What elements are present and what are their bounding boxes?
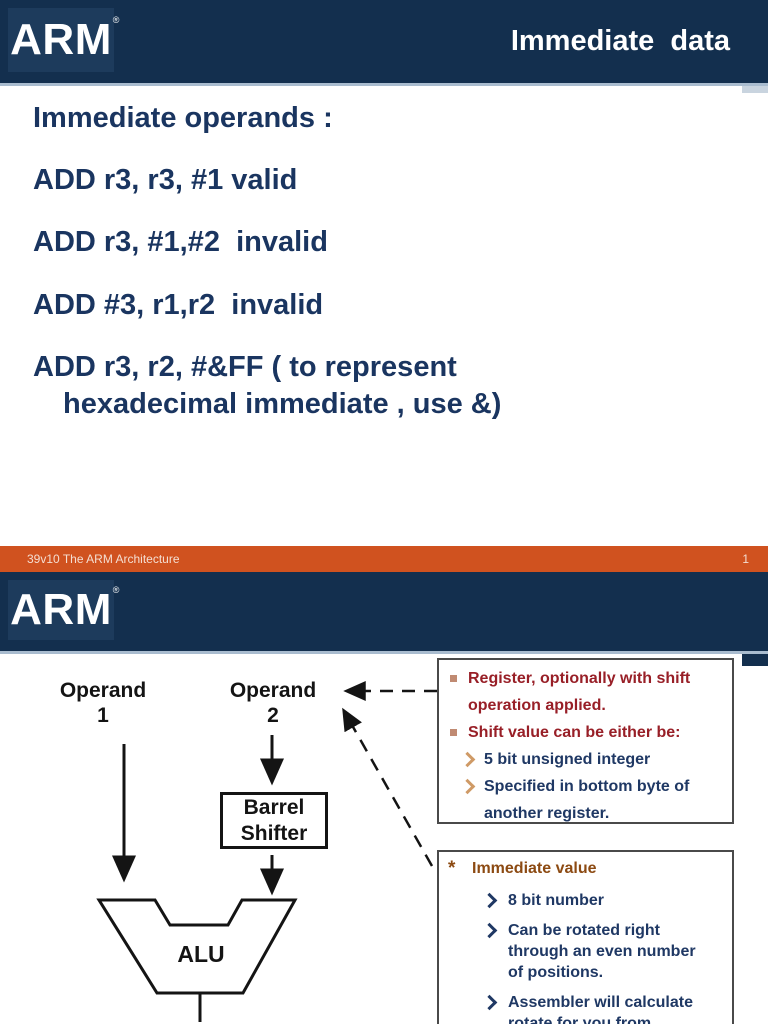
- register-shift-callout-box: Register, optionally with shift operatio…: [437, 658, 734, 824]
- slide1-line: hexadecimal immediate , use &): [63, 388, 502, 420]
- slide2-header: ARM®: [0, 572, 768, 654]
- slide1-footer-bar: 39v10 The ARM Architecture 1: [0, 546, 768, 572]
- barrel-shifter-box: Barrel Shifter: [220, 792, 328, 849]
- chevron-bullet-icon: [459, 778, 476, 795]
- square-bullet-icon: [450, 729, 457, 736]
- square-bullet-icon: [450, 675, 457, 682]
- chevron-bullet-icon: [481, 994, 498, 1011]
- arm-logo-patch: ARM®: [8, 8, 120, 72]
- slide-operand-diagram: ARM® Operand 1 Operand 2 Barrel Shifter …: [0, 572, 768, 1024]
- registered-mark: ®: [112, 15, 120, 25]
- slide1-title: Immediate data: [510, 25, 730, 57]
- arm-logo: ARM®: [10, 15, 120, 64]
- callout-subitem: Can be rotated right through an even num…: [448, 920, 724, 983]
- slide1-line: ADD #3, r1,r2 invalid: [33, 289, 324, 321]
- registered-mark: ®: [112, 585, 120, 595]
- chevron-bullet-icon: [459, 751, 476, 768]
- slide1-line: Immediate operands :: [33, 102, 333, 134]
- alu-label: ALU: [177, 941, 225, 967]
- slide1-header-notch: [742, 86, 768, 93]
- arm-logo: ARM®: [10, 585, 120, 634]
- slide-immediate-data: ARM® Immediate data Immediate operands :…: [0, 0, 768, 572]
- footer-page-number: 1: [742, 552, 749, 566]
- arm-logo-patch: ARM®: [8, 580, 120, 640]
- alu-diagram: [96, 681, 437, 1022]
- operand2-label: Operand 2: [229, 679, 317, 727]
- dashed-arrow-immediate-box-to-operand2: [342, 707, 434, 867]
- callout-subitem: Assembler will calculate rotate for you …: [448, 992, 724, 1024]
- immediate-value-callout-box: * Immediate value 8 bit number Can be ro…: [437, 850, 734, 1024]
- callout-subitem: 5 bit unsigned integer: [448, 746, 724, 773]
- callout-title: * Immediate value: [448, 858, 597, 879]
- footer-course-label: 39v10 The ARM Architecture: [27, 552, 180, 566]
- slide1-line: ADD r3, r3, #1 valid: [33, 164, 298, 196]
- callout-item: Register, optionally with shift operatio…: [448, 665, 724, 719]
- operand1-label: Operand 1: [59, 679, 147, 727]
- chevron-bullet-icon: [481, 892, 498, 909]
- slide2-header-notch: [742, 654, 768, 666]
- asterisk-bullet-icon: *: [448, 858, 456, 879]
- slide1-line: ADD r3, #1,#2 invalid: [33, 226, 328, 258]
- alu-shape: [96, 898, 298, 995]
- callout-subitem: Specified in bottom byte of another regi…: [448, 773, 724, 827]
- slide1-header: ARM® Immediate data: [0, 0, 768, 86]
- callout-subitem: 8 bit number: [448, 890, 724, 911]
- slide1-line: ADD r3, r2, #&FF ( to represent: [33, 351, 457, 383]
- chevron-bullet-icon: [481, 922, 498, 939]
- callout-item: Shift value can be either be:: [448, 719, 724, 746]
